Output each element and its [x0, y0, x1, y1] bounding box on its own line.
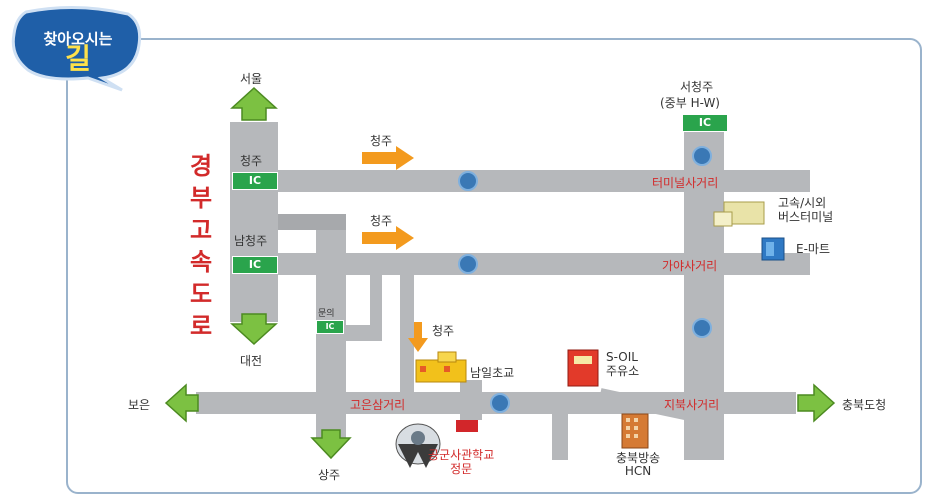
ic-cheongju-label: 청주 [240, 154, 263, 168]
circle-right-mid [692, 318, 712, 338]
direction-seoul: 서울 [240, 72, 263, 86]
map-frame [66, 38, 922, 494]
arrow-down-label: 청주 [432, 324, 455, 338]
arrow-down-daejeon [230, 313, 278, 346]
ic-cheongju-badge: IC [232, 172, 278, 190]
bubble-title-big: 길 [65, 42, 91, 75]
landmark-school: 남일초교 [470, 366, 515, 380]
intersection-terminal: 터미널사거리 [652, 176, 719, 190]
academy-gate-marker [456, 420, 478, 432]
highway-name: 경 부 고 속 도 로 [189, 152, 213, 340]
arrow-down-sangju [310, 429, 352, 460]
direction-chungbuk: 충북도청 [842, 398, 887, 412]
bus-terminal-icon [713, 201, 765, 227]
emart-icon [761, 237, 785, 261]
landmark-soil: S-OIL 주유소 [606, 350, 640, 378]
landmark-academy: 공군사관학교 정문 [428, 448, 495, 476]
bubble-title-small: 찾아오시는 [43, 30, 113, 48]
landmark-hcn: 충북방송 HCN [616, 451, 661, 478]
arrow-orange-mid [362, 226, 414, 250]
intersection-jibuk: 지북사거리 [664, 398, 720, 412]
landmark-bus-terminal: 고속/시외 버스터미널 [778, 196, 834, 224]
arrow-up-seoul [230, 86, 278, 121]
ic-namcheongju-badge: IC [232, 256, 278, 274]
direction-boeun: 보은 [128, 398, 151, 412]
road-connector [278, 214, 346, 230]
academy-emblem-icon [395, 423, 441, 468]
arrow-top-label: 청주 [370, 134, 393, 148]
school-icon [415, 351, 467, 383]
arrow-mid-label: 청주 [370, 214, 393, 228]
ic-seocheongju-badge: IC [682, 114, 728, 132]
ic-seocheongju-sub: (중부 H-W) [660, 96, 720, 110]
road-munui-vertical [370, 268, 382, 338]
ic-munui-badge: IC [316, 320, 344, 334]
title-bubble [11, 5, 142, 92]
arrow-left-boeun [164, 383, 199, 423]
direction-sangju: 상주 [318, 468, 341, 482]
arrow-orange-top [362, 146, 414, 170]
circle-right-top [692, 146, 712, 166]
direction-daejeon: 대전 [240, 354, 263, 368]
hcn-building-icon [621, 413, 649, 449]
circle-bottom-road [490, 393, 510, 413]
road-inner-vertical [400, 268, 414, 396]
road-south-stub [552, 410, 568, 460]
landmark-emart: E-마트 [796, 242, 830, 256]
road-right-vertical [684, 130, 724, 460]
circle-top-road [458, 171, 478, 191]
intersection-goeun: 고은삼거리 [350, 398, 406, 412]
circle-mid-road [458, 254, 478, 274]
arrow-right-chungbuk [797, 383, 836, 423]
arrow-orange-down [408, 322, 428, 352]
highway-road [230, 122, 278, 322]
ic-namcheongju-label: 남청주 [234, 234, 268, 248]
road-school-stub [460, 380, 482, 420]
intersection-gaya: 가야사거리 [662, 259, 718, 273]
soil-icon [567, 349, 599, 387]
road-top-horizontal [230, 170, 810, 192]
ic-seocheongju-label: 서청주 [680, 80, 714, 94]
ic-munui-label: 문의 [318, 309, 335, 319]
